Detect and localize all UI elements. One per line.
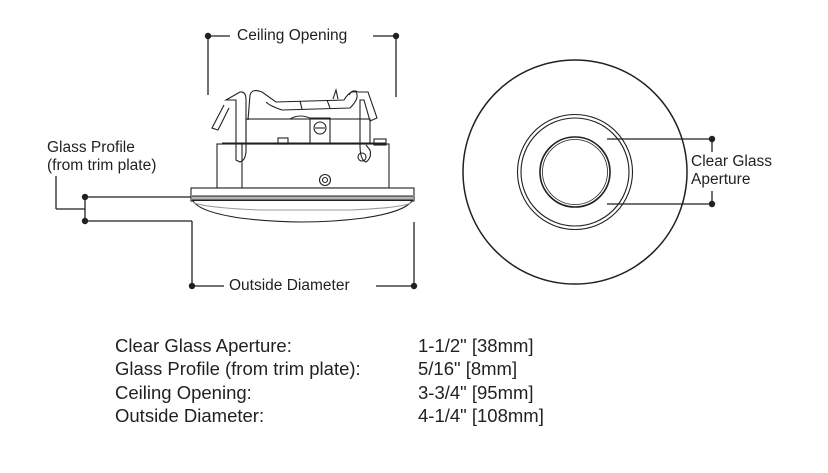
spec-value: 5/16" [8mm]	[418, 358, 518, 380]
spec-value: 3-3/4" [95mm]	[418, 381, 534, 403]
clear-glass-label-line2: Aperture	[691, 171, 751, 188]
specifications-table: Clear Glass Aperture: 1-1/2" [38mm] Glas…	[115, 334, 544, 427]
glass-profile-dimension	[55, 176, 192, 225]
clear-glass-aperture-dimension	[607, 135, 716, 208]
fixture-front-view	[462, 59, 688, 285]
glass-profile-label-line2: (from trim plate)	[47, 157, 157, 174]
outside-diameter-label: Outside Diameter	[229, 277, 350, 294]
fixture-side-view	[190, 87, 415, 223]
spec-row: Clear Glass Aperture: 1-1/2" [38mm]	[115, 334, 544, 357]
spec-label: Glass Profile (from trim plate):	[115, 358, 361, 380]
spec-value: 4-1/4" [108mm]	[418, 404, 544, 426]
spec-value: 1-1/2" [38mm]	[418, 335, 534, 356]
spec-label: Outside Diameter:	[115, 404, 265, 426]
ceiling-opening-dimension	[204, 32, 400, 97]
spec-label: Clear Glass Aperture:	[115, 335, 292, 356]
clear-glass-label-line1: Clear Glass	[691, 153, 772, 170]
spec-row: Glass Profile (from trim plate): 5/16" […	[115, 357, 544, 380]
glass-profile-label: Glass Profile (from trim plate)	[47, 139, 156, 175]
spec-row: Ceiling Opening: 3-3/4" [95mm]	[115, 381, 544, 404]
clear-glass-aperture-label: Clear Glass Aperture	[691, 153, 772, 189]
spec-label: Ceiling Opening:	[115, 381, 252, 403]
outside-diameter-dimension	[188, 221, 418, 290]
glass-profile-label-line1: Glass Profile	[47, 139, 135, 156]
ceiling-opening-label: Ceiling Opening	[237, 27, 348, 44]
spec-row: Outside Diameter: 4-1/4" [108mm]	[115, 404, 544, 427]
